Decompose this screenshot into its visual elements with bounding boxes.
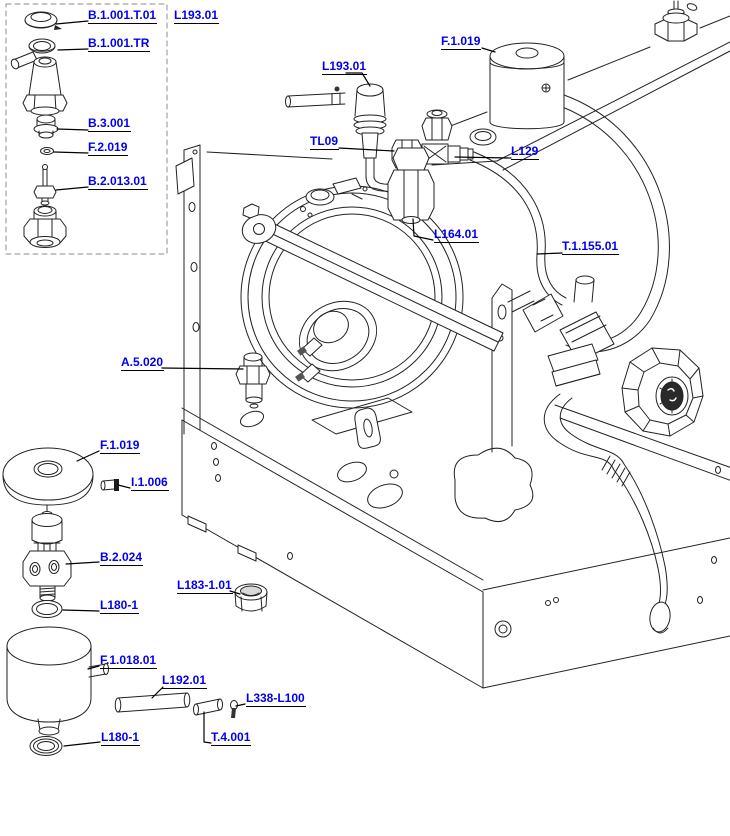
leader-lines (53, 20, 563, 747)
part-label-t4001[interactable]: T.4.001 (211, 730, 252, 746)
part-label-f101801[interactable]: F.1.018.01 (100, 653, 158, 669)
part-label-tl09[interactable]: TL09 (310, 134, 340, 150)
part-label-l129[interactable]: L129 (511, 144, 540, 160)
part-label-b1001t01[interactable]: B.1.001.T.01 (88, 8, 158, 24)
top-plate-fitting (654, 0, 698, 42)
part-label-l180-lower[interactable]: L180-1 (101, 730, 141, 746)
part-label-b201301[interactable]: B.2.013.01 (88, 174, 148, 190)
part-label-b1001tr[interactable]: B.1.001.TR (88, 36, 151, 52)
exploded-valve-parts (10, 11, 68, 248)
steam-knob (621, 347, 704, 437)
frame-right-rails (554, 404, 730, 481)
part-label-l180-upper[interactable]: L180-1 (100, 598, 140, 614)
part-label-l183101[interactable]: L183-1.01 (177, 578, 233, 594)
detail-box (5, 3, 168, 255)
frame-base (181, 397, 730, 689)
heating-element-tube (469, 94, 670, 353)
steam-valve-assembly (507, 275, 615, 387)
frame-right-post (491, 283, 513, 453)
a5020-fitting (235, 352, 271, 409)
part-label-l338l100[interactable]: L338-L100 (246, 691, 306, 707)
support-bar (241, 203, 504, 352)
frame-top-plate (206, 15, 730, 171)
frame-left-post (175, 144, 201, 435)
gasket-ring (469, 128, 497, 146)
part-label-f2019[interactable]: F.2.019 (88, 140, 129, 156)
steam-wand (543, 393, 671, 634)
part-label-a5020[interactable]: A.5.020 (121, 355, 165, 371)
part-label-i1006[interactable]: I.1.006 (131, 475, 169, 491)
part-label-b2024[interactable]: B.2.024 (100, 550, 144, 566)
part-label-l164[interactable]: L164.01 (434, 227, 480, 243)
part-label-l193-box[interactable]: L193.01 (174, 8, 220, 24)
pressure-stat-canister (489, 42, 565, 130)
anti-vacuum-valve-cluster (285, 83, 474, 224)
part-label-f1019-top[interactable]: F.1.019 (441, 34, 482, 50)
part-label-t115501[interactable]: T.1.155.01 (562, 239, 620, 255)
part-label-f1019-left[interactable]: F.1.019 (100, 438, 141, 454)
part-label-l193[interactable]: L193.01 (322, 59, 368, 75)
part-label-l192[interactable]: L192.01 (162, 673, 208, 689)
part-label-b3001[interactable]: B.3.001 (88, 116, 132, 132)
bottom-left-parts (2, 447, 268, 756)
